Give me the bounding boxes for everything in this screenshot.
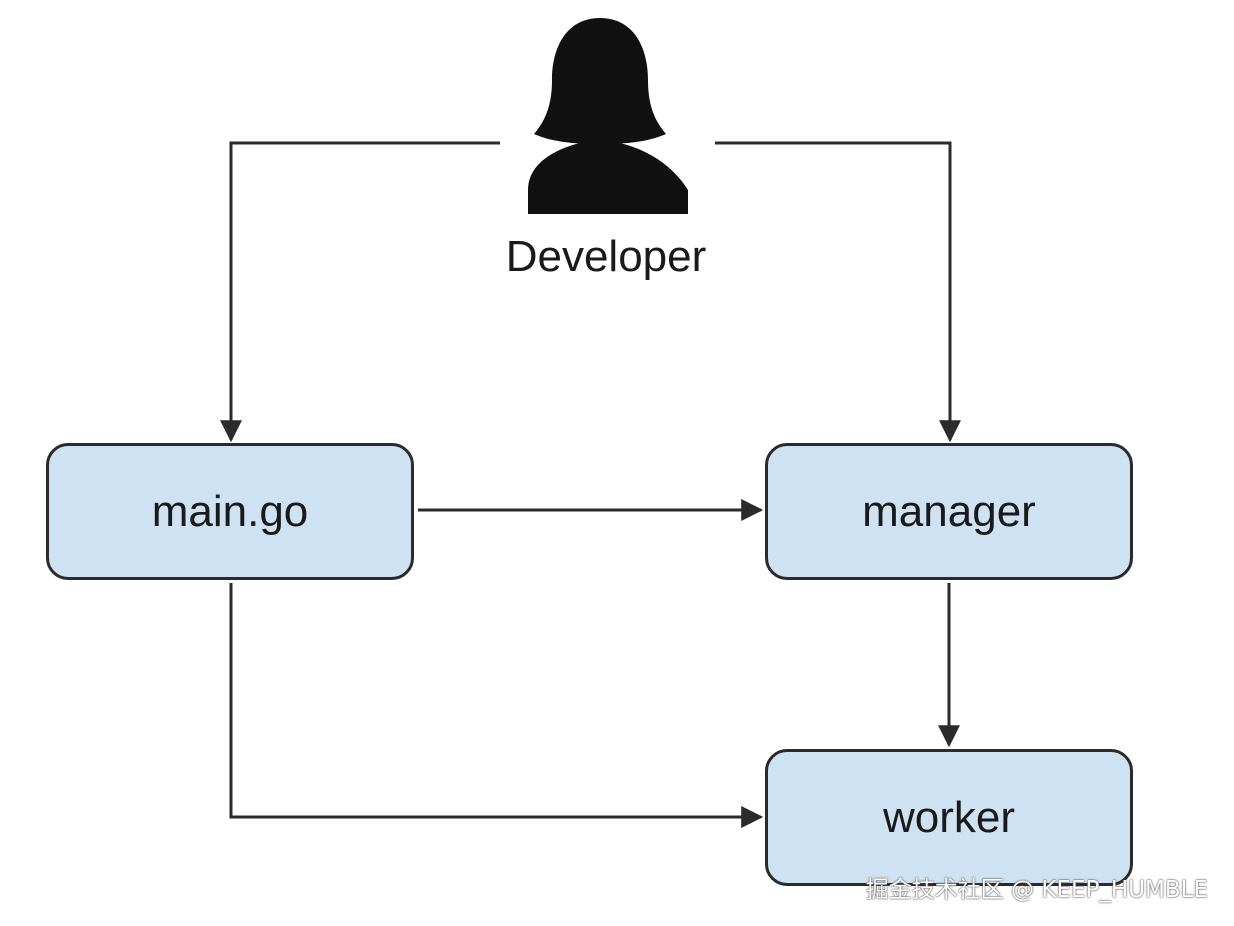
node-manager-label: manager <box>862 486 1036 536</box>
edge-developer-to-manager <box>715 141 961 443</box>
edge-main-to-worker <box>229 583 764 828</box>
node-worker: worker <box>765 749 1133 886</box>
node-worker-label: worker <box>882 792 1016 842</box>
node-manager: manager <box>765 443 1133 580</box>
node-main-go-label: main.go <box>151 486 309 536</box>
node-main-go: main.go <box>46 443 414 580</box>
person-silhouette-icon <box>528 18 688 214</box>
watermark-text: 掘金技术社区 @ KEEP_HUMBLE <box>865 877 1208 903</box>
edge-developer-to-main <box>220 141 500 443</box>
developer-label: Developer <box>505 232 707 281</box>
